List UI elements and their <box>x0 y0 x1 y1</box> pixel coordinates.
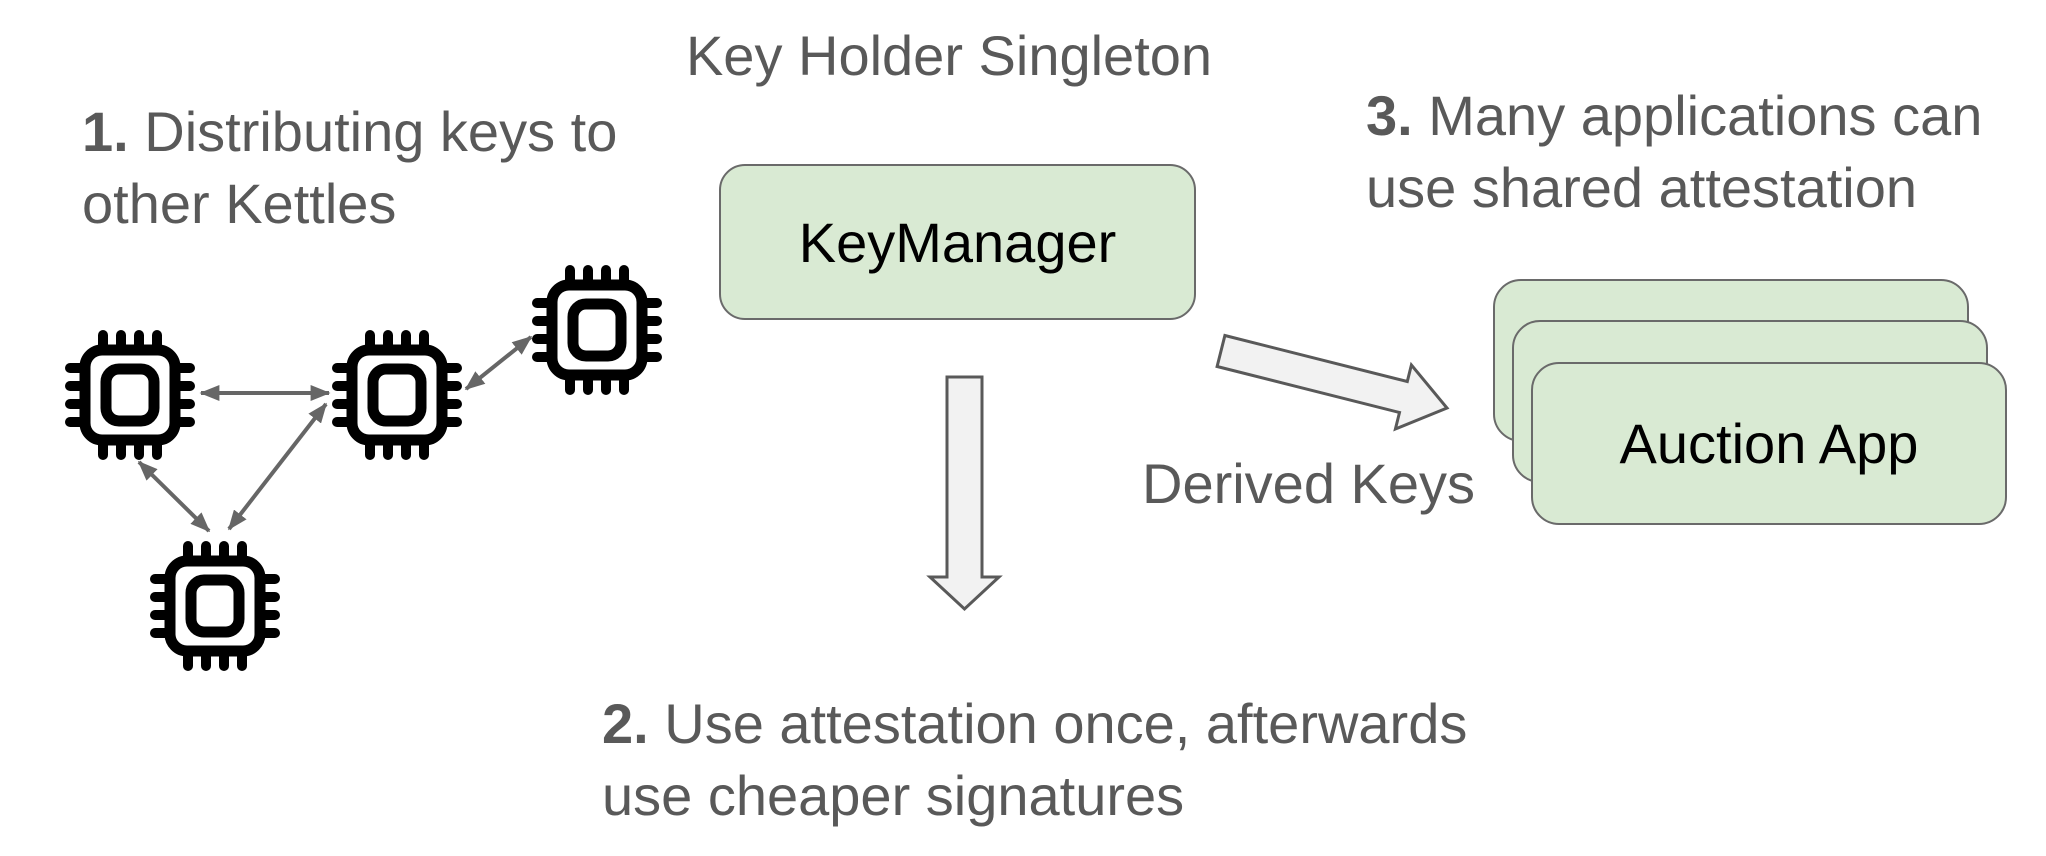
chip-icon <box>70 335 190 455</box>
auction-app-node-label: Auction App <box>1619 412 1919 475</box>
keymanager-node-label: KeyManager <box>798 210 1117 274</box>
keymanager-node: KeyManager <box>719 164 1196 320</box>
derived-keys-block-arrow <box>1215 333 1450 432</box>
step-3-text-line1: Many applications can <box>1412 84 1983 147</box>
step-2-number: 2. <box>602 692 649 755</box>
peer-arrow-d-b <box>227 402 328 531</box>
derived-keys-label: Derived Keys <box>1142 452 1476 515</box>
step-2-text-line2: use cheaper signatures <box>602 764 1185 827</box>
chip-icon <box>155 546 275 666</box>
step-2-text-line1: Use attestation once, afterwards <box>648 692 1468 755</box>
step-3-annotation: 3. Many applications can use shared atte… <box>1366 80 1982 224</box>
step-2-annotation: 2. Use attestation once, afterwards use … <box>602 688 1467 832</box>
peer-arrow-a-d <box>137 460 211 533</box>
chip-icon <box>537 270 657 390</box>
kettle-network <box>70 270 657 666</box>
diagram-title: Key Holder Singleton <box>685 24 1213 87</box>
step-3-text-line2: use shared attestation <box>1366 156 1918 219</box>
auction-app-node-front: Auction App <box>1531 362 2007 525</box>
step-3-number: 3. <box>1366 84 1413 147</box>
chip-icon <box>337 335 457 455</box>
step-1-number: 1. <box>82 100 129 163</box>
peer-arrow-b-c <box>464 335 533 391</box>
down-block-arrow <box>926 375 1003 612</box>
step-1-text-line1: Distributing keys to <box>128 100 618 163</box>
step-1-annotation: 1. Distributing keys to other Kettles <box>82 96 617 240</box>
step-1-text-line2: other Kettles <box>82 172 397 235</box>
